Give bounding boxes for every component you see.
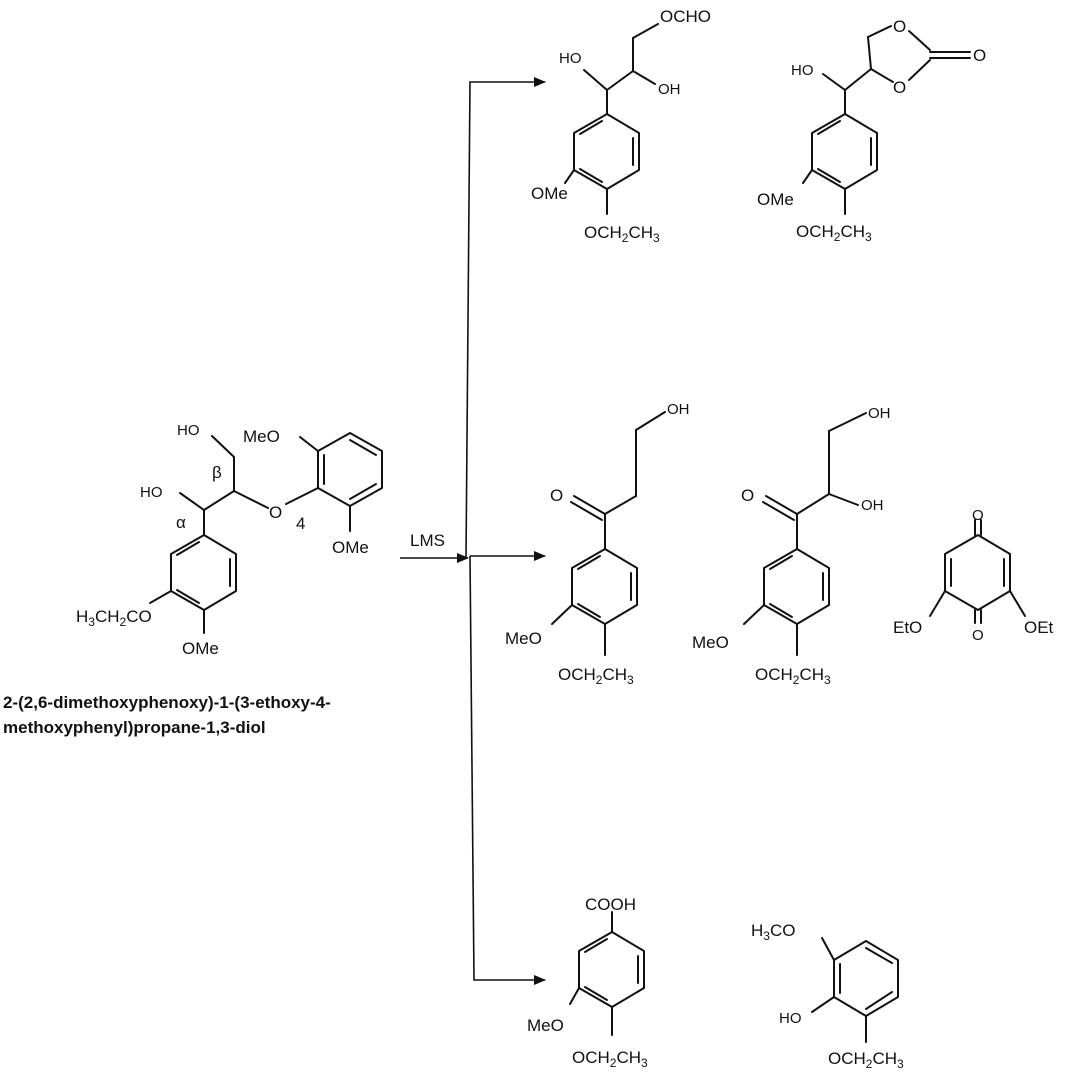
p2-o-top: O — [893, 17, 906, 36]
p3-meo: MeO — [505, 629, 542, 648]
reactant-meo-top: MeO — [243, 427, 280, 446]
reaction-arrows — [400, 77, 546, 985]
reactant-alpha-label: α — [176, 513, 186, 532]
p7-ho: HO — [779, 1010, 802, 1027]
p6-och2ch3: OCH2CH3 — [572, 1048, 648, 1070]
reactant-ring-b — [317, 432, 383, 507]
p2-och2ch3: OCH2CH3 — [796, 222, 872, 244]
product-4-structure — [743, 412, 867, 656]
p2-o-carbonyl: O — [973, 46, 986, 65]
p5-oet: OEt — [1024, 618, 1054, 637]
p2-ho: HO — [791, 62, 814, 79]
reactant-ome-bottom: OMe — [182, 639, 219, 658]
p1-ocho: OCHO — [660, 7, 711, 26]
p2-o-bottom: O — [893, 78, 906, 97]
reactant-beta-label: β — [212, 463, 222, 482]
reactant-name-line2: methoxyphenyl)propane-1,3-diol — [3, 718, 266, 737]
product-7-structure — [811, 937, 899, 1043]
reactant-ome-right: OMe — [332, 538, 369, 557]
product-6-structure — [569, 911, 645, 1036]
p4-oh: OH — [861, 497, 884, 514]
p1-och2ch3: OCH2CH3 — [584, 223, 660, 245]
reactant-ring-a — [170, 534, 237, 611]
reactant-ho-alpha: HO — [140, 484, 163, 501]
p4-och2ch3: OCH2CH3 — [755, 665, 831, 687]
p3-och2ch3: OCH2CH3 — [558, 665, 634, 687]
p1-oh: OH — [658, 81, 681, 98]
p5-o-bottom: O — [972, 627, 984, 644]
p5-o-top: O — [972, 507, 984, 524]
product-5-structure — [929, 519, 1026, 624]
p7-h3co: H3CO — [751, 921, 795, 943]
p3-o-ketone: O — [550, 486, 563, 505]
p3-oh: OH — [667, 401, 690, 418]
p2-ome: OMe — [757, 190, 794, 209]
reactant-name-line1: 2-(2,6-dimethoxyphenoxy)-1-(3-ethoxy-4- — [3, 693, 331, 712]
p1-ome: OMe — [531, 184, 568, 203]
product-3-structure — [551, 411, 666, 656]
p4-oh-top: OH — [868, 405, 891, 422]
reactant-structure — [149, 432, 383, 634]
p6-cooh: COOH — [585, 895, 636, 914]
reactant-ether-o: O — [269, 503, 282, 522]
p4-meo: MeO — [692, 633, 729, 652]
p1-ho: HO — [559, 50, 582, 67]
p4-o-ketone: O — [741, 486, 754, 505]
p7-och2ch3: OCH2CH3 — [828, 1049, 904, 1071]
p6-meo: MeO — [527, 1016, 564, 1035]
p5-eto: EtO — [893, 618, 922, 637]
product-2-structure — [802, 25, 971, 215]
product-1-structure — [564, 23, 659, 215]
reactant-h3ch2co: H3CH2CO — [76, 607, 152, 629]
arrow-label-lms: LMS — [410, 531, 445, 550]
reactant-position-4: 4 — [296, 514, 305, 533]
reactant-ho-top: HO — [177, 422, 200, 439]
